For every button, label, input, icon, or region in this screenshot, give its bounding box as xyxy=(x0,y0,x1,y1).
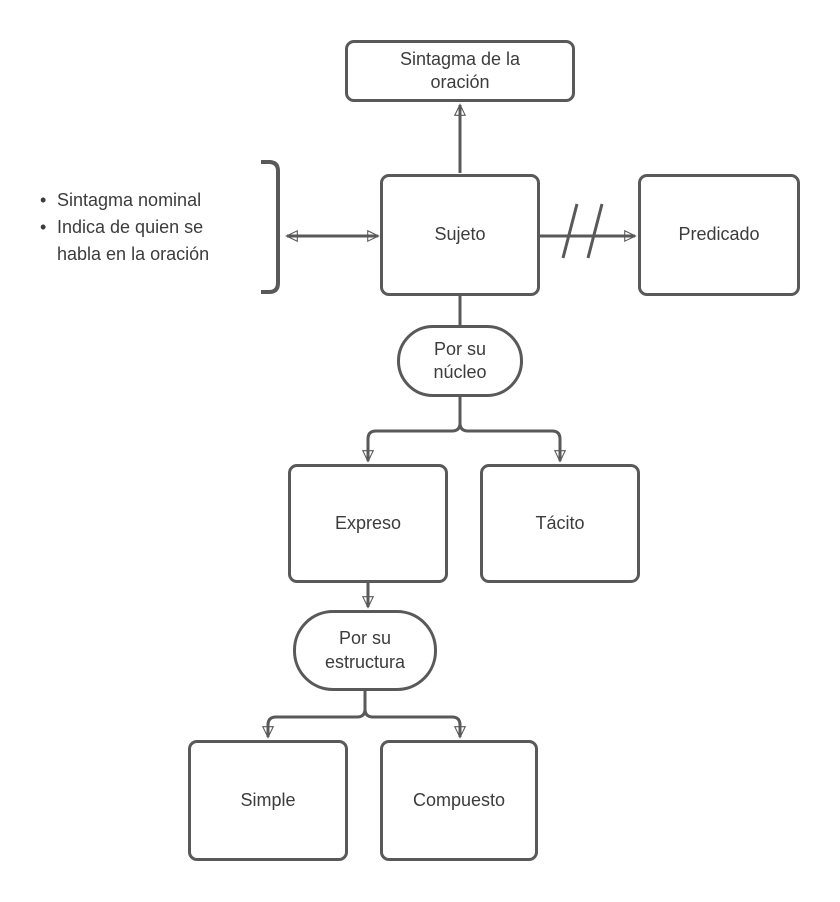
slash-mark-2 xyxy=(586,203,604,259)
connector-nucleo-to-expreso xyxy=(361,396,462,463)
node-predicado: Predicado xyxy=(638,174,800,296)
node-por-su-estructura: Por su estructura xyxy=(293,610,437,691)
node-label: Por su núcleo xyxy=(433,338,487,382)
node-simple: Simple xyxy=(188,740,348,861)
node-label: Expreso xyxy=(334,512,402,533)
node-expreso: Expreso xyxy=(288,464,448,583)
node-label: Sujeto xyxy=(434,224,486,245)
node-label: Compuesto xyxy=(412,789,506,810)
node-label: Tácito xyxy=(535,512,585,533)
note-text: Sintagma nominal xyxy=(57,190,202,210)
connector-estructura-to-simple xyxy=(261,690,367,739)
sujeto-notes: Sintagma nominal Indica de quien se habl… xyxy=(40,187,252,268)
node-label: Por su estructura xyxy=(324,628,406,672)
node-label: Predicado xyxy=(678,224,760,245)
node-label: Simple xyxy=(240,789,296,810)
node-sujeto: Sujeto xyxy=(380,174,540,296)
node-sintagma-oracion: Sintagma de la oración xyxy=(345,40,575,102)
connector-nucleo-to-tacito xyxy=(458,396,567,463)
annotation-bracket xyxy=(261,160,280,294)
note-item: Sintagma nominal xyxy=(40,187,252,214)
node-label: Sintagma de la oración xyxy=(399,48,521,92)
note-text: Indica de quien se habla en la oración xyxy=(57,217,210,264)
note-item: Indica de quien se habla en la oración xyxy=(40,214,252,268)
connector-estructura-to-compuesto xyxy=(363,690,467,739)
node-compuesto: Compuesto xyxy=(380,740,538,861)
node-por-su-nucleo: Por su núcleo xyxy=(397,325,523,397)
slash-mark-1 xyxy=(561,203,579,259)
node-tacito: Tácito xyxy=(480,464,640,583)
